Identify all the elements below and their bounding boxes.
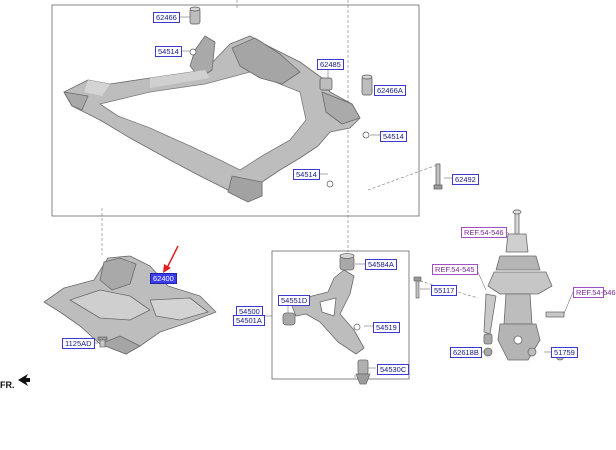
front-direction-arrow (18, 374, 30, 386)
part-label-62485[interactable]: 62485 (317, 59, 344, 70)
part-label-62466[interactable]: 62466 (153, 12, 180, 23)
part-label-1125ad[interactable]: 1125AD (62, 338, 95, 349)
lower-control-arm (282, 253, 371, 385)
reference-link-strut-mid[interactable]: REF.54-545 (432, 264, 478, 275)
reference-link-strut-right[interactable]: REF.54-546 (573, 287, 616, 298)
front-subframe (63, 35, 361, 203)
lower-arm-group-box (271, 250, 410, 380)
parts-diagram (18, 0, 574, 386)
part-label-54584a[interactable]: 54584A (365, 259, 397, 270)
reference-link-strut-top[interactable]: REF.54-546 (461, 227, 507, 238)
arm-bolt (413, 276, 422, 299)
under-cover (43, 255, 217, 355)
part-label-54551d[interactable]: 54551D (278, 295, 311, 306)
part-label-55117[interactable]: 55117 (431, 285, 458, 296)
part-label-62492[interactable]: 62492 (452, 174, 479, 185)
part-label-62400[interactable]: 62400 (150, 273, 177, 284)
front-direction-label: FR. (0, 380, 15, 390)
callout-arrow (163, 245, 179, 273)
part-label-62618b[interactable]: 62618B (450, 347, 482, 358)
part-label-62466a[interactable]: 62466A (374, 85, 406, 96)
strut-assembly (483, 209, 565, 361)
part-label-54514-right[interactable]: 54514 (380, 131, 407, 142)
part-label-51759[interactable]: 51759 (551, 347, 578, 358)
cover-bolt (97, 336, 108, 348)
part-label-54501a[interactable]: 54501A (233, 315, 265, 326)
part-label-54514-upper[interactable]: 54514 (155, 46, 182, 57)
part-label-54514-lower[interactable]: 54514 (293, 169, 320, 180)
subframe-bushings (189, 6, 443, 190)
part-label-54519[interactable]: 54519 (373, 322, 400, 333)
part-label-54530c[interactable]: 54530C (377, 364, 410, 375)
subframe-group-box (51, 4, 420, 217)
